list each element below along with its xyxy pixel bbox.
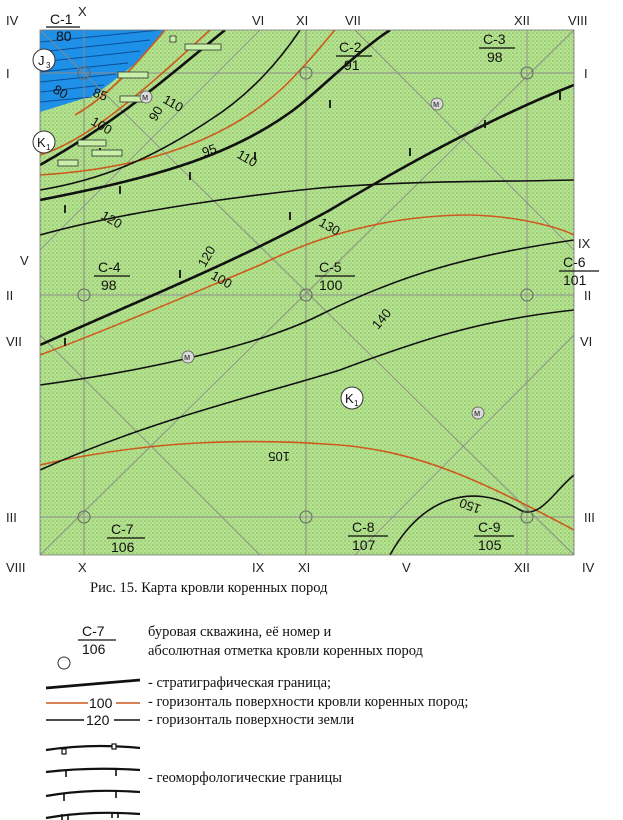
map-border	[39, 29, 575, 556]
grid-label-xi-top: XI	[296, 13, 308, 28]
grid-label-vi-right: VI	[580, 334, 592, 349]
geomorph-marks	[57, 35, 222, 167]
legend-surface-text: - горизонталь поверхности земли	[148, 712, 355, 728]
grid-label-i-right: I	[584, 66, 588, 81]
contour-label-90: 90	[146, 103, 166, 123]
jurassic-hatch	[40, 30, 161, 103]
moraine-marker-3: м	[184, 352, 190, 362]
grid-label-x-bottom: X	[78, 560, 87, 575]
grid-label-v-left: V	[20, 253, 29, 268]
svg-text:J: J	[38, 53, 45, 68]
svg-text:105: 105	[478, 537, 502, 553]
grid-label-ix-bottom: IX	[252, 560, 265, 575]
age-symbol-k1-left	[32, 130, 56, 154]
legend-well-id: С-7	[82, 623, 105, 639]
age-symbols: J 3 K 1 K 1	[32, 48, 364, 410]
legend-stratigraphic-line	[45, 678, 141, 690]
wells: С-1 80 С-2 91 С-3 98 С-4 98 С-5 100 С-6 …	[46, 11, 599, 555]
svg-text:С-2: С-2	[339, 39, 362, 55]
svg-text:С-3: С-3	[483, 31, 506, 47]
svg-text:3: 3	[46, 61, 51, 70]
well-c3: С-3 98	[479, 31, 515, 65]
grid-label-xii-top: XII	[514, 13, 530, 28]
svg-text:K: K	[37, 135, 46, 150]
svg-text:1: 1	[354, 399, 359, 408]
moraine-marker-2: м	[433, 99, 439, 109]
svg-text:С-9: С-9	[478, 519, 501, 535]
legend-surface-value: 120	[86, 712, 110, 728]
svg-text:106: 106	[111, 539, 135, 555]
svg-text:98: 98	[487, 49, 503, 65]
grid-label-xii-bottom: XII	[514, 560, 530, 575]
grid-node-markers	[77, 66, 534, 524]
grid-label-ii-left: II	[6, 288, 13, 303]
svg-text:91: 91	[344, 57, 360, 73]
svg-text:С-1: С-1	[50, 11, 73, 27]
svg-text:80: 80	[56, 28, 72, 44]
geomorph-ticks	[64, 92, 561, 346]
grid-label-vi-top: VI	[252, 13, 264, 28]
svg-text:K: K	[345, 391, 354, 406]
svg-text:98: 98	[101, 277, 117, 293]
contour-label-80: 80	[51, 82, 71, 102]
well-c7: С-7 106	[107, 521, 145, 555]
contour-label-105: 105	[268, 449, 290, 464]
well-c2: С-2 91	[336, 39, 372, 73]
moraine-marker-4: м	[474, 408, 480, 418]
grid-label-xi-bottom: XI	[298, 560, 310, 575]
legend-well-circle	[57, 656, 71, 670]
well-c4: С-4 98	[94, 259, 130, 293]
svg-text:1: 1	[46, 143, 51, 152]
contour-label-95: 95	[200, 141, 219, 160]
well-c6: С-6 101	[559, 254, 599, 288]
svg-text:С-4: С-4	[98, 259, 121, 275]
grid-label-v-bottom: V	[402, 560, 411, 575]
contour-label-85: 85	[91, 85, 110, 104]
jurassic-outcrop-area	[40, 30, 165, 112]
grid-labels: I I II II III III IV IV V V VI VI VII VI…	[6, 4, 595, 575]
grid-label-x-top: X	[78, 4, 87, 19]
grid-label-ii-right: II	[584, 288, 591, 303]
grid-label-iii-right: III	[584, 510, 595, 525]
svg-text:100: 100	[319, 277, 343, 293]
grid-label-viii-top: VIII	[568, 13, 588, 28]
well-c9: С-9 105	[474, 519, 514, 553]
legend-stratigraphic-text: - стратиграфическая граница;	[148, 675, 332, 691]
grid-label-vii-top: VII	[345, 13, 361, 28]
moraine-marker-1: м	[142, 92, 148, 102]
legend-geomorph-lines	[45, 743, 141, 820]
well-c5: С-5 100	[315, 259, 355, 293]
grid-label-viii-bottom: VIII	[6, 560, 26, 575]
age-symbol-k1-center	[340, 386, 364, 410]
age-symbol-j3	[32, 48, 56, 72]
grid-label-i-left: I	[6, 66, 10, 81]
moraine-markers: м м м м	[139, 90, 485, 420]
grid-label-iii-left: III	[6, 510, 17, 525]
grid-label-iv-top: IV	[6, 13, 19, 28]
svg-text:107: 107	[352, 537, 376, 553]
legend-well-desc-line2: абсолютная отметка кровли коренных пород	[148, 643, 423, 659]
grid-label-vii-left: VII	[6, 334, 22, 349]
legend-well-value: 106	[82, 641, 106, 657]
legend-well-desc-line1: буровая скважина, её номер и	[148, 624, 332, 640]
contour-label-150: 150	[457, 495, 483, 517]
legend-geomorph-text: - геоморфологические границы	[148, 770, 342, 786]
svg-text:С-5: С-5	[319, 259, 342, 275]
svg-text:101: 101	[563, 272, 587, 288]
legend-graphics: С-7 106 100 120	[45, 623, 141, 820]
coordinate-grid	[40, 30, 574, 555]
svg-text:С-8: С-8	[352, 519, 375, 535]
svg-text:С-7: С-7	[111, 521, 134, 537]
grid-label-iv-bottom: IV	[582, 560, 595, 575]
svg-text:С-6: С-6	[563, 254, 586, 270]
legend-bedrock-value: 100	[89, 695, 113, 711]
legend-bedrock-text: - горизонталь поверхности кровли коренны…	[148, 694, 469, 710]
well-c1: С-1 80	[46, 11, 80, 44]
figure-caption: Рис. 15. Карта кровли коренных пород	[90, 580, 328, 596]
well-c8: С-8 107	[348, 519, 388, 553]
grid-label-ix-right: IX	[578, 236, 591, 251]
